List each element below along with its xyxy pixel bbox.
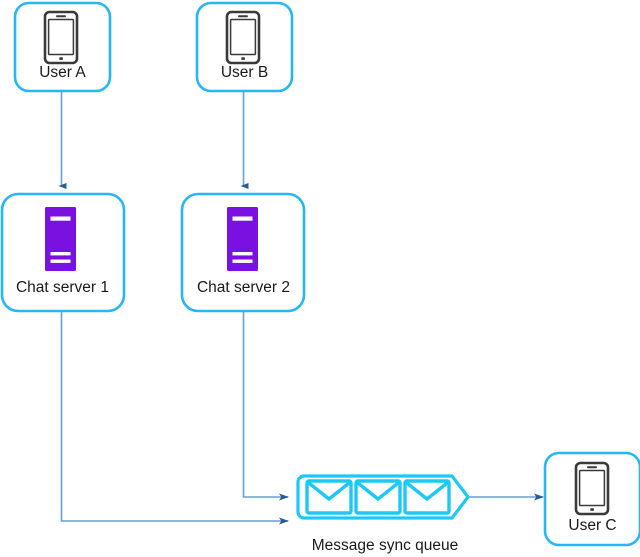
node-user-a[interactable]: User A [13,1,112,93]
node-label: Chat server 1 [16,279,109,296]
envelope-icon [305,479,353,515]
node-chat-server-2[interactable]: Chat server 2 [180,192,306,313]
mobile-phone-icon [43,10,79,65]
node-user-c[interactable]: User C [543,451,640,547]
mobile-phone-icon [574,461,610,516]
edge-line [242,311,289,501]
envelope-icon [354,479,402,515]
node-label: Chat server 2 [197,279,290,296]
node-label: User B [221,64,268,81]
edge-chat-server-2-to-queue [242,311,289,501]
server-icon [227,207,258,271]
node-user-b[interactable]: User B [195,1,294,93]
edge-line [60,311,289,525]
mobile-phone-icon [225,10,261,65]
edge-chat-server-1-to-queue [60,311,289,525]
server-icon [45,207,76,271]
connectors-layer [58,91,544,525]
queue-label: Message sync queue [312,537,458,554]
node-message-sync-queue[interactable]: Message sync queue [296,474,470,554]
node-label: User A [39,64,86,81]
node-label: User C [568,517,616,534]
envelope-icon [403,479,451,515]
node-chat-server-1[interactable]: Chat server 1 [0,192,126,313]
